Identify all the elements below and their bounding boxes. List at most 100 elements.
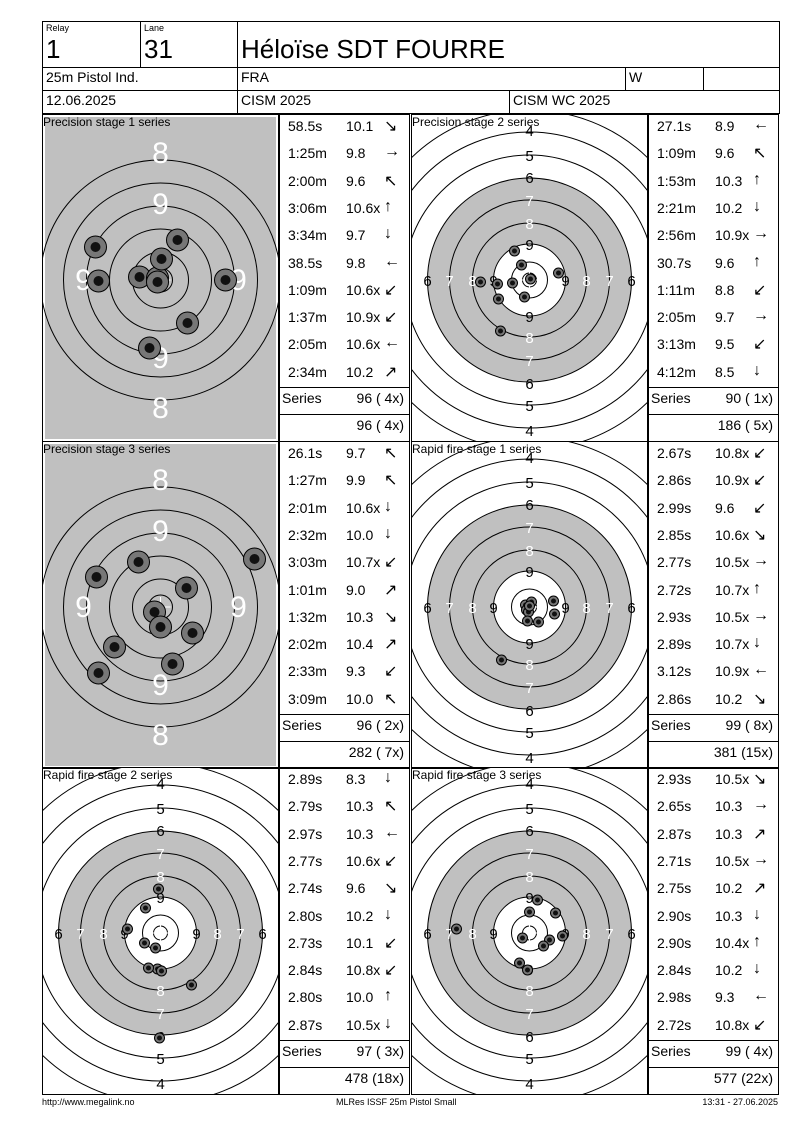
shot-hole <box>154 1032 165 1044</box>
shot-value: 10.3 <box>346 798 374 815</box>
series-label: Series <box>282 1043 322 1059</box>
divider <box>280 387 409 388</box>
svg-text:7: 7 <box>76 926 84 943</box>
running-total: 577 (22x) <box>713 1070 773 1086</box>
svg-text:8: 8 <box>156 983 164 1000</box>
running-total-row: 96 ( 4x) <box>280 414 410 440</box>
nation-cell: FRA <box>237 67 626 91</box>
shot-hole <box>517 932 528 944</box>
shot-hole <box>87 661 110 685</box>
running-total: 381 (15x) <box>713 744 773 760</box>
svg-text:8: 8 <box>525 330 533 347</box>
svg-text:8: 8 <box>152 137 169 170</box>
shot-hole <box>143 962 154 974</box>
shot-time: 2.87s <box>657 825 692 842</box>
running-total-row: 577 (22x) <box>649 1067 779 1093</box>
running-total: 282 ( 7x) <box>348 744 404 760</box>
gender-cell: W <box>625 67 704 91</box>
shot-time: 58.5s <box>288 118 323 134</box>
shot-hole <box>175 576 198 600</box>
shot-direction-icon: ↓ <box>384 524 392 542</box>
svg-text:9: 9 <box>152 188 169 221</box>
running-total: 186 ( 5x) <box>717 417 773 433</box>
divider <box>649 714 778 715</box>
event-name: 25m Pistol Ind. <box>46 69 139 85</box>
shot-time: 1:37m <box>288 309 327 326</box>
date: 12.06.2025 <box>46 92 117 108</box>
shot-direction-icon: ↙ <box>384 554 398 572</box>
svg-text:6: 6 <box>423 926 431 943</box>
series-label: Series <box>282 717 322 733</box>
svg-text:8: 8 <box>525 657 533 674</box>
svg-text:7: 7 <box>445 273 453 290</box>
shot-hole <box>140 902 151 914</box>
target-panel: 44556677889966778899Precision stage 2 se… <box>411 114 648 442</box>
shot-direction-icon: ↗ <box>384 363 398 381</box>
svg-text:8: 8 <box>525 983 533 1000</box>
shot-direction-icon: ↙ <box>753 499 767 517</box>
shot-hole <box>550 907 561 919</box>
shot-direction-icon: ↓ <box>384 769 392 786</box>
shot-direction-icon: ↑ <box>753 170 761 188</box>
shot-value: 10.2 <box>715 199 743 216</box>
shot-direction-icon: → <box>753 850 769 868</box>
shot-time: 2.77s <box>288 852 323 869</box>
shot-hole <box>519 291 530 303</box>
shot-time: 1:09m <box>288 281 327 298</box>
shot-direction-icon: ↓ <box>753 905 761 923</box>
running-total: 96 ( 4x) <box>356 417 404 433</box>
shot-direction-icon: ↗ <box>753 825 767 843</box>
shot-value: 9.8 <box>346 254 366 271</box>
svg-text:6: 6 <box>525 823 533 840</box>
shot-time: 2:33m <box>288 663 327 680</box>
shot-value: 10.0 <box>346 989 374 1006</box>
shot-time: 2.86s <box>657 690 692 707</box>
shot-hole <box>509 245 520 257</box>
shot-value: 10.5x <box>715 608 750 625</box>
svg-text:6: 6 <box>423 600 431 617</box>
shot-value: 10.2 <box>715 962 743 979</box>
shot-hole <box>176 311 199 335</box>
shot-time: 38.5s <box>288 254 323 271</box>
svg-text:9: 9 <box>230 264 247 297</box>
shot-time: 3:34m <box>288 227 327 244</box>
shot-hole <box>84 235 107 259</box>
lane-label: Lane <box>144 23 165 33</box>
svg-text:6: 6 <box>525 376 533 393</box>
shot-direction-icon: ↘ <box>753 771 767 788</box>
svg-text:9: 9 <box>525 636 533 653</box>
svg-text:8: 8 <box>582 600 590 617</box>
shot-time: 2.90s <box>657 907 692 924</box>
shot-time: 2.65s <box>657 798 692 815</box>
match: CISM WC 2025 <box>513 92 611 108</box>
shot-direction-icon: ↘ <box>384 118 398 135</box>
shot-direction-icon: ↓ <box>753 634 761 652</box>
shot-time: 2:02m <box>288 636 327 653</box>
shot-hole <box>475 276 486 288</box>
shot-time: 2.67s <box>657 445 692 461</box>
svg-text:8: 8 <box>582 273 590 290</box>
svg-text:7: 7 <box>236 926 244 943</box>
shot-hole <box>128 265 151 289</box>
svg-text:7: 7 <box>445 600 453 617</box>
shot-time: 2.86s <box>657 472 692 489</box>
